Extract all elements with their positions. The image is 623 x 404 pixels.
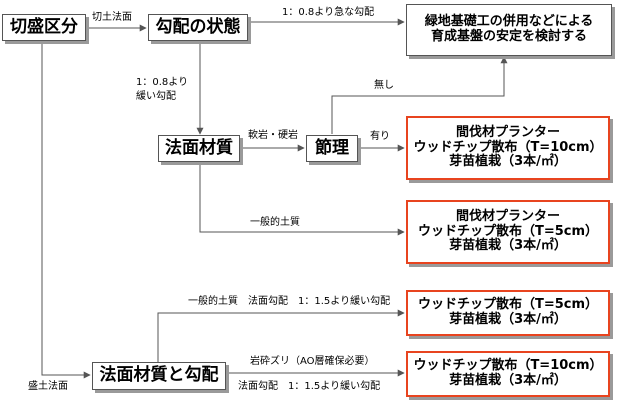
label-ippan-slope: 一般的土質 法面勾配 1：1.5より緩い勾配 — [188, 296, 391, 307]
result1-box: 間伐材プランター ウッドチップ散布（T=10cm） 芽苗植栽（3本/㎡） — [406, 116, 610, 180]
result1-line3: 芽苗植栽（3本/㎡） — [449, 154, 567, 170]
result2-line1: 間伐材プランター — [455, 208, 560, 224]
result3-line1: ウッドチップ散布（T=5cm） — [417, 297, 599, 313]
label-ippan-doshitsu: 一般的土質 — [250, 217, 300, 228]
label-gentler-line1: 1：0.8より — [136, 77, 189, 88]
label-steeper: 1：0.8より急な勾配 — [282, 7, 375, 18]
label-houmen-slope: 法面勾配 1：1.5より緩い勾配 — [238, 381, 381, 392]
houmen-zaishitsu-koubai-box: 法面材質と勾配 — [92, 362, 226, 390]
label-gentler-line2: 緩い勾配 — [136, 91, 176, 102]
label-gentler: 1：0.8より 緩い勾配 — [136, 76, 188, 104]
result4-line1: ウッドチップ散布（T=10cm） — [413, 358, 603, 374]
arrow-zaishitsu-ippan — [199, 160, 405, 236]
result2-line2: ウッドチップ散布（T=5cm） — [417, 223, 599, 239]
ryokuchi-kisokou-box: 緑地基礎工の併用などによる 育成基盤の安定を検討する — [406, 4, 612, 56]
ryokuchi-line2: 育成基盤の安定を検討する — [430, 29, 587, 44]
houmen-zaishitsu-box: 法面材質 — [158, 135, 240, 162]
result4-box: ウッドチップ散布（T=10cm） 芽苗植栽（3本/㎡） — [406, 351, 610, 397]
arrow-setsuri-nashi — [331, 56, 508, 134]
setsuri-box: 節理 — [306, 135, 358, 162]
label-ari: 有り — [370, 131, 390, 142]
kirimori-kubun-box: 切盛区分 — [2, 14, 86, 41]
label-ganseki: 岩砕ズリ（AO層確保必要） — [250, 356, 375, 367]
result4-line2: 芽苗植栽（3本/㎡） — [449, 373, 567, 388]
result3-box: ウッドチップ散布（T=5cm） 芽苗植栽（3本/㎡） — [406, 290, 610, 336]
ryokuchi-line1: 緑地基礎工の併用などによる — [424, 14, 594, 30]
arrow-zk-to-result3 — [157, 309, 405, 362]
result2-line3: 芽苗植栽（3本/㎡） — [449, 238, 567, 254]
koubai-joutai-box: 勾配の状態 — [148, 14, 248, 41]
label-nashi: 無し — [374, 80, 394, 91]
result3-line2: 芽苗植栽（3本/㎡） — [449, 312, 567, 327]
label-nanigan-kougan: 軟岩・硬岩 — [248, 130, 298, 141]
label-morido-houmen: 盛土法面 — [28, 381, 68, 392]
result1-line1: 間伐材プランター — [455, 124, 560, 140]
arrow-kirimori-to-morido — [41, 40, 91, 379]
label-kirido-houmen: 切土法面 — [92, 12, 132, 23]
result2-box: 間伐材プランター ウッドチップ散布（T=5cm） 芽苗植栽（3本/㎡） — [406, 200, 610, 264]
result1-line2: ウッドチップ散布（T=10cm） — [413, 139, 603, 155]
